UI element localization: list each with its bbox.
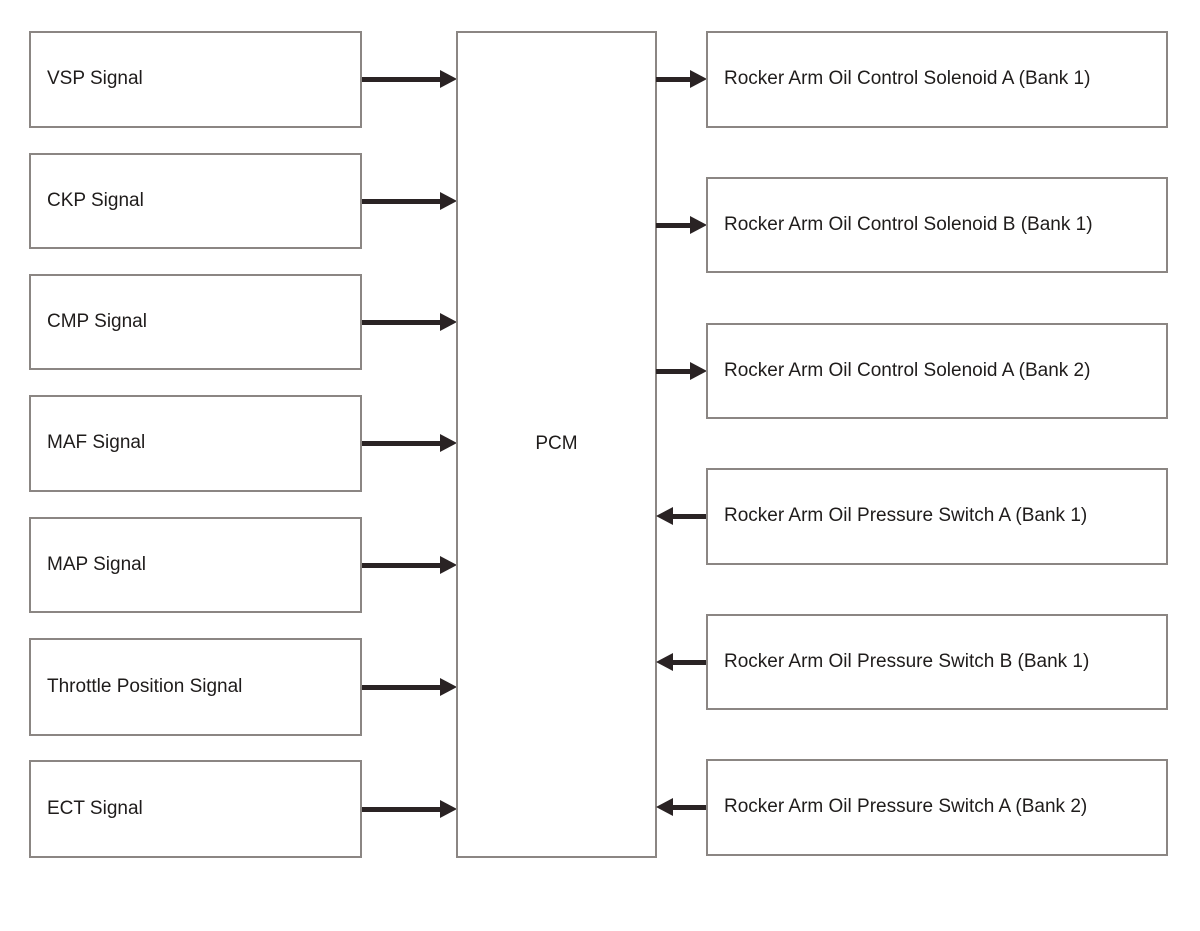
input-label: MAP Signal <box>47 553 146 575</box>
arrow-shaft <box>362 684 442 690</box>
input-label: ECT Signal <box>47 797 143 819</box>
arrow-shaft <box>656 368 692 374</box>
pcm-box: PCM <box>456 31 657 858</box>
left-arrow-icon <box>656 653 707 671</box>
right-arrow-icon <box>362 800 457 818</box>
input-label: Rocker Arm Oil Pressure Switch A (Bank 2… <box>724 796 1088 818</box>
arrow-head <box>656 507 673 525</box>
arrow-head <box>690 216 707 234</box>
input-box-vsp-signal: VSP Signal <box>29 31 362 128</box>
right-arrow-icon <box>362 434 457 452</box>
arrow-shaft <box>362 76 442 82</box>
input-box-maf-signal: MAF Signal <box>29 395 362 492</box>
input-box-rocker-arm-oil-pressure-switch-a-bank2: Rocker Arm Oil Pressure Switch A (Bank 2… <box>706 759 1168 856</box>
arrow-shaft <box>362 198 442 204</box>
input-box-map-signal: MAP Signal <box>29 517 362 613</box>
input-label: Rocker Arm Oil Pressure Switch B (Bank 1… <box>724 650 1090 672</box>
input-box-ckp-signal: CKP Signal <box>29 153 362 249</box>
arrow-head <box>440 192 457 210</box>
arrow-head <box>440 313 457 331</box>
input-box-ect-signal: ECT Signal <box>29 760 362 858</box>
right-arrow-icon <box>362 313 457 331</box>
arrow-head <box>690 362 707 380</box>
arrow-head <box>656 798 673 816</box>
arrow-shaft <box>671 513 707 519</box>
right-arrow-icon <box>362 192 457 210</box>
output-label: Rocker Arm Oil Control Solenoid A (Bank … <box>724 68 1091 90</box>
right-arrow-icon <box>362 678 457 696</box>
input-label: MAF Signal <box>47 432 146 454</box>
output-box-rocker-arm-oil-control-solenoid-a-bank2: Rocker Arm Oil Control Solenoid A (Bank … <box>706 323 1168 419</box>
arrow-head <box>440 800 457 818</box>
arrow-shaft <box>671 804 707 810</box>
right-arrow-icon <box>362 556 457 574</box>
output-box-rocker-arm-oil-control-solenoid-a-bank1: Rocker Arm Oil Control Solenoid A (Bank … <box>706 31 1168 128</box>
arrow-shaft <box>362 440 442 446</box>
arrow-shaft <box>656 222 692 228</box>
arrow-head <box>440 556 457 574</box>
arrow-head <box>656 653 673 671</box>
input-label: CKP Signal <box>47 189 144 211</box>
input-box-rocker-arm-oil-pressure-switch-a-bank1: Rocker Arm Oil Pressure Switch A (Bank 1… <box>706 468 1168 565</box>
arrow-shaft <box>656 76 692 82</box>
input-box-cmp-signal: CMP Signal <box>29 274 362 370</box>
output-label: Rocker Arm Oil Control Solenoid B (Bank … <box>724 213 1093 235</box>
input-label: CMP Signal <box>47 310 147 332</box>
arrow-head <box>440 70 457 88</box>
output-box-rocker-arm-oil-control-solenoid-b-bank1: Rocker Arm Oil Control Solenoid B (Bank … <box>706 177 1168 273</box>
output-label: Rocker Arm Oil Control Solenoid A (Bank … <box>724 359 1091 381</box>
right-arrow-icon <box>656 362 707 380</box>
input-label: VSP Signal <box>47 68 143 90</box>
right-arrow-icon <box>656 70 707 88</box>
input-box-rocker-arm-oil-pressure-switch-b-bank1: Rocker Arm Oil Pressure Switch B (Bank 1… <box>706 614 1168 710</box>
input-label: Rocker Arm Oil Pressure Switch A (Bank 1… <box>724 505 1088 527</box>
arrow-shaft <box>362 319 442 325</box>
pcm-label: PCM <box>535 433 578 455</box>
arrow-head <box>440 678 457 696</box>
input-box-throttle-position-signal: Throttle Position Signal <box>29 638 362 736</box>
input-label: Throttle Position Signal <box>47 675 243 697</box>
arrow-head <box>440 434 457 452</box>
arrow-shaft <box>362 562 442 568</box>
right-arrow-icon <box>362 70 457 88</box>
arrow-shaft <box>671 659 707 665</box>
left-arrow-icon <box>656 798 707 816</box>
arrow-head <box>690 70 707 88</box>
arrow-shaft <box>362 806 442 812</box>
right-arrow-icon <box>656 216 707 234</box>
left-arrow-icon <box>656 507 707 525</box>
